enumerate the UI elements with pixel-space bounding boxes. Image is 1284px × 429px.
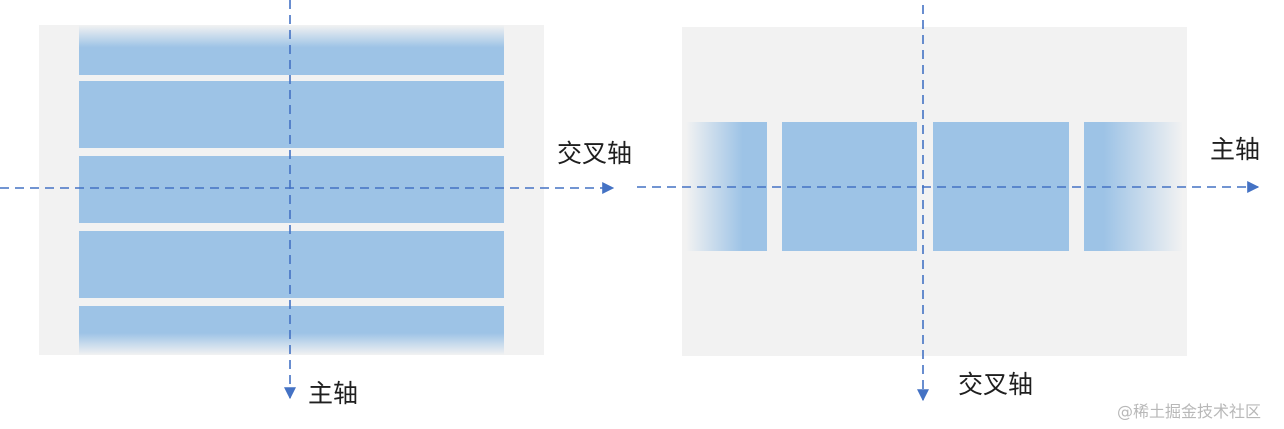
left-list-item-1 xyxy=(79,25,504,75)
left-list-item-5 xyxy=(79,306,504,355)
right-cross-axis-label: 交叉轴 xyxy=(958,370,1034,399)
left-cross-axis-label: 交叉轴 xyxy=(557,139,633,168)
watermark-text: @稀土掘金技术社区 xyxy=(1117,402,1262,421)
left-list-item-3 xyxy=(79,156,504,223)
left-main-axis-label: 主轴 xyxy=(308,379,359,408)
right-main-axis-label: 主轴 xyxy=(1210,135,1261,164)
left-list-item-4 xyxy=(79,231,504,298)
left-list-item-2 xyxy=(79,81,504,148)
